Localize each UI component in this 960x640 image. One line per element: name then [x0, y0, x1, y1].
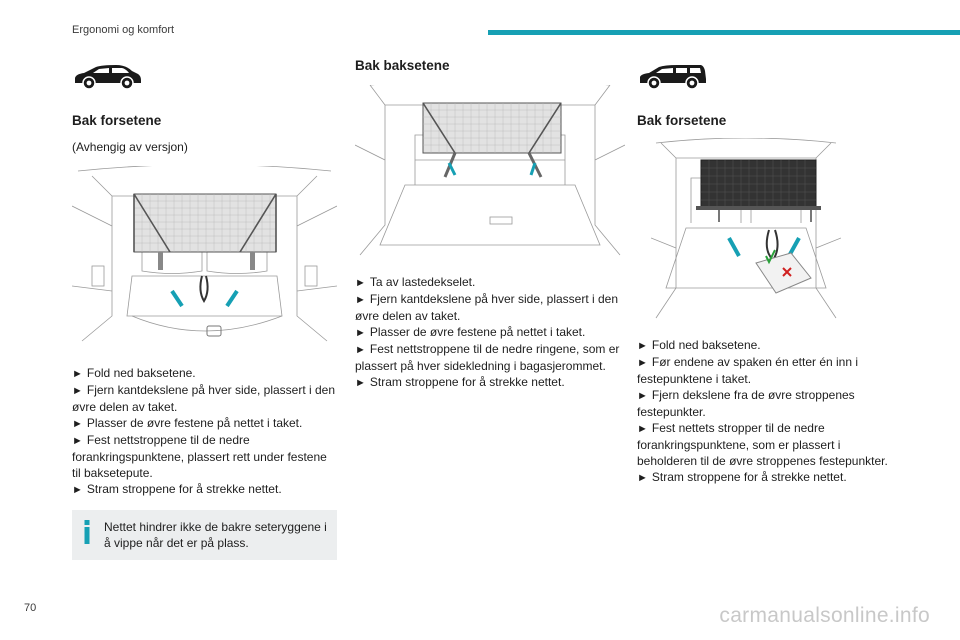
- instruction-step: ►Fest nettstroppene til de nedre forankr…: [72, 433, 327, 480]
- column-rear-seats: Bak baksetene ►Ta av lastedekselet. ►Fje…: [355, 58, 625, 391]
- instruction-step: ►Fold ned baksetene.: [72, 366, 196, 380]
- column-front-seats-estate: Bak forsetene ►Fold ned baksetene. ►Før …: [637, 55, 902, 486]
- info-note-text: Nettet hindrer ikke de bakre seteryggene…: [104, 520, 327, 550]
- header-accent-bar: [488, 30, 960, 35]
- instruction-step: ►Ta av lastedekselet.: [355, 275, 476, 289]
- car-estate-icon: [640, 65, 706, 90]
- info-note: Nettet hindrer ikke de bakre seteryggene…: [72, 510, 337, 560]
- instruction-step: ►Fest nettets stropper til de nedre fora…: [637, 421, 888, 468]
- info-icon: [84, 520, 90, 544]
- instruction-step: ►Stram stroppene for å strekke nettet.: [637, 470, 847, 484]
- arrow-bullet-icon: ►: [72, 418, 83, 430]
- column-front-seats-suv: Bak forsetene (Avhengig av versjon): [72, 55, 337, 560]
- section-title: Bak baksetene: [355, 58, 450, 73]
- arrow-bullet-icon: ►: [72, 435, 83, 447]
- arrow-bullet-icon: ►: [72, 484, 83, 496]
- page-number: 70: [24, 602, 37, 614]
- watermark: carmanualsonline.info: [719, 604, 930, 627]
- instruction-step: ►Fjern kantdekslene på hver side, plasse…: [355, 292, 619, 323]
- section-title: Bak forsetene: [72, 113, 162, 128]
- instruction-step: ►Plasser de øvre festene på nettet i tak…: [72, 416, 303, 430]
- arrow-bullet-icon: ►: [72, 368, 83, 380]
- instruction-list: ►Ta av lastedekselet. ►Fjern kantdekslen…: [355, 274, 620, 391]
- instruction-step: ►Stram stroppene for å strekke nettet.: [72, 482, 282, 496]
- arrow-bullet-icon: ►: [355, 377, 366, 389]
- instruction-step: ►Før endene av spaken én etter én inn i …: [637, 355, 859, 386]
- instruction-step: ►Stram stroppene for å strekke nettet.: [355, 375, 565, 389]
- car-suv-icon: [75, 65, 141, 90]
- arrow-bullet-icon: ►: [637, 423, 648, 435]
- section-subtitle: (Avhengig av versjon): [72, 140, 188, 154]
- arrow-bullet-icon: ►: [72, 385, 83, 397]
- arrow-bullet-icon: ►: [355, 344, 366, 356]
- arrow-bullet-icon: ►: [637, 472, 648, 484]
- instruction-step: ►Plasser de øvre festene på nettet i tak…: [355, 325, 586, 339]
- header-title: Ergonomi og komfort: [72, 24, 175, 36]
- cargo-net-front-seats-estate-illustration: [651, 138, 841, 323]
- arrow-bullet-icon: ►: [637, 340, 648, 352]
- section-title: Bak forsetene: [637, 113, 727, 128]
- instruction-list: ►Fold ned baksetene. ►Før endene av spak…: [637, 337, 902, 486]
- arrow-bullet-icon: ►: [355, 294, 366, 306]
- cargo-net-front-seats-illustration: [72, 166, 337, 351]
- instruction-step: ►Fold ned baksetene.: [637, 338, 761, 352]
- arrow-bullet-icon: ►: [637, 390, 648, 402]
- instruction-step: ►Fest nettstroppene til de nedre ringene…: [355, 342, 620, 373]
- instruction-list: ►Fold ned baksetene. ►Fjern kantdekslene…: [72, 365, 337, 498]
- arrow-bullet-icon: ►: [637, 357, 648, 369]
- instruction-step: ►Fjern kantdekslene på hver side, plasse…: [72, 383, 336, 414]
- arrow-bullet-icon: ►: [355, 277, 366, 289]
- instruction-step: ►Fjern dekslene fra de øvre stroppenes f…: [637, 388, 855, 419]
- arrow-bullet-icon: ►: [355, 327, 366, 339]
- cargo-net-rear-seats-illustration: [355, 85, 625, 260]
